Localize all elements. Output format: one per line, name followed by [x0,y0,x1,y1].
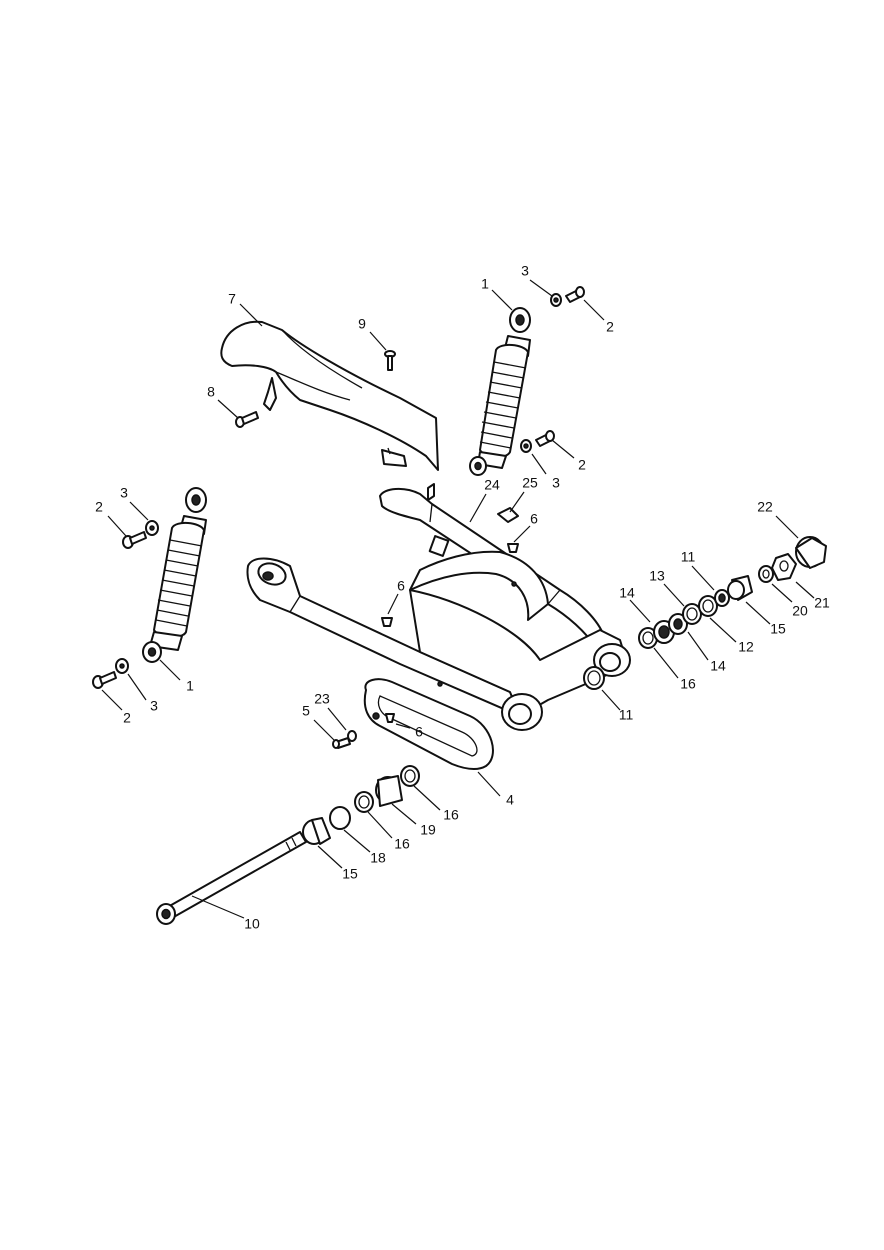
callout-6: 6 [415,724,423,740]
callout-13: 13 [649,568,665,584]
callout-3: 3 [552,475,560,491]
swinging-arm [246,483,631,731]
callout-11: 11 [619,707,634,723]
callout-15: 15 [770,621,786,637]
callout-16: 16 [394,836,410,852]
callout-9: 9 [358,316,366,332]
callout-25: 25 [522,475,538,491]
bearing-stack-left [302,765,420,845]
callout-6: 6 [397,578,405,594]
callout-21: 21 [814,595,830,611]
leader-lines [101,279,815,919]
callout-7: 7 [228,291,236,307]
callout-12: 12 [738,639,754,655]
callout-2: 2 [606,319,614,335]
chain-rubbing-strip [363,678,494,771]
callout-5: 5 [302,703,310,719]
callout-10: 10 [244,916,260,932]
callout-1: 1 [481,276,489,292]
shock-absorber-rear-left [142,487,207,663]
callout-24: 24 [484,477,500,493]
callout-14: 14 [710,658,726,674]
callout-4: 4 [506,792,514,808]
callout-19: 19 [420,822,436,838]
callout-14: 14 [619,585,635,601]
fasteners [92,286,585,749]
callout-1: 1 [186,678,194,694]
callout-11: 11 [681,549,696,565]
bearing-stack-right [583,536,827,690]
swinging-arm-spindle [156,831,307,925]
callout-2: 2 [578,457,586,473]
shock-absorber-rear-right [469,307,531,476]
callout-22: 22 [757,499,773,515]
callout-6: 6 [530,511,538,527]
callout-16: 16 [680,676,696,692]
chain-guard [220,320,439,471]
callout-18: 18 [370,850,386,866]
callout-2: 2 [123,710,131,726]
callout-labels: 7 9 8 1 3 2 2 3 24 25 6 2 3 6 1 2 3 22 1… [95,263,830,932]
callout-8: 8 [207,384,215,400]
callout-20: 20 [792,603,808,619]
callout-15: 15 [342,866,358,882]
callout-3: 3 [120,485,128,501]
callout-3: 3 [521,263,529,279]
callout-3: 3 [150,698,158,714]
callout-23: 23 [314,691,330,707]
callout-2: 2 [95,499,103,515]
callout-16: 16 [443,807,459,823]
